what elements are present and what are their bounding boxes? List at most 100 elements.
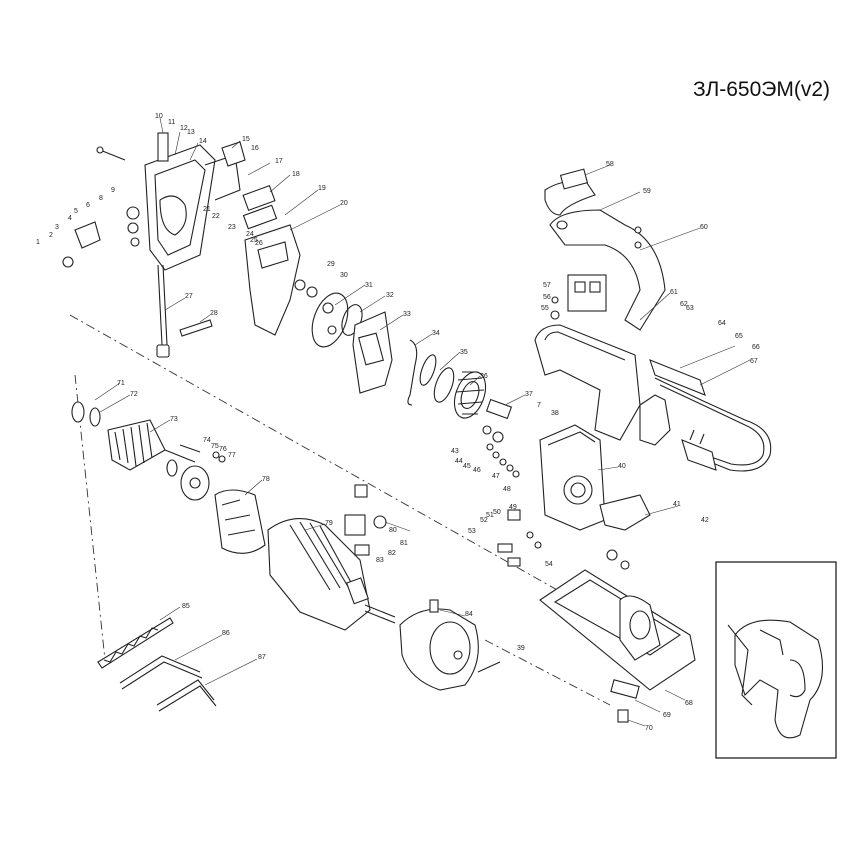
part-label: 5 [74,208,78,215]
part-label: 28 [210,310,218,317]
part-label: 25 [250,237,258,244]
part-label: 66 [752,344,760,351]
part-label: 86 [222,630,230,637]
part-label: 74 [203,437,211,444]
part-label: 58 [606,161,614,168]
part-label: 19 [318,185,326,192]
part-label: 9 [111,187,115,194]
part-label: 56 [543,294,551,301]
part-label: 46 [473,467,481,474]
stator-motor-group [214,484,396,631]
part-label: 23 [228,224,236,231]
part-label: 79 [325,520,333,527]
part-label: 78 [262,476,270,483]
part-label: 15 [242,136,250,143]
part-label: 14 [199,138,207,145]
part-label: 11 [168,119,175,126]
part-label: 12 [180,125,188,132]
part-label: 84 [465,611,473,618]
part-label: 80 [389,527,397,534]
part-label: 40 [618,463,626,470]
part-label: 69 [663,712,671,719]
part-label: 48 [503,486,511,493]
drive-mechanism-group [294,279,520,478]
part-label: 75 [211,443,219,450]
brush-holder-group [497,494,651,570]
part-label: 33 [403,311,411,318]
part-label: 64 [718,320,726,327]
part-label: 30 [340,272,348,279]
part-label: 6 [86,202,90,209]
assembled-tool-inset [715,561,837,759]
part-label: 70 [645,725,653,732]
leader-lines [94,117,751,727]
gear-housing-group [62,132,301,358]
end-cap-group [399,599,501,691]
part-label: 68 [685,700,693,707]
part-label: 37 [525,391,533,398]
part-label: 87 [258,654,266,661]
accessories-group [97,617,217,712]
housing-handle-group [534,168,772,531]
assembly-axis-lines [69,314,611,706]
part-labels: 1 2 3 4 5 6 7 8 9 10 11 12 13 14 15 16 1… [36,113,760,732]
part-label: 85 [182,603,190,610]
part-label: 8 [99,195,103,202]
part-label: 16 [251,145,259,152]
part-label: 32 [386,292,394,299]
part-label: 47 [492,473,500,480]
part-label: 54 [545,561,553,568]
part-label: 65 [735,333,743,340]
part-label: 77 [228,452,236,459]
part-label: 26 [255,240,263,247]
part-label: 2 [49,232,53,239]
part-label: 10 [155,113,163,120]
part-label: 18 [292,171,300,178]
part-label: 27 [185,293,193,300]
part-label: 45 [463,463,471,470]
part-label: 49 [509,504,517,511]
armature-group [71,401,226,501]
part-label: 21 [203,206,211,213]
part-label: 83 [376,557,384,564]
part-label: 72 [130,391,138,398]
part-label: 41 [673,501,681,508]
part-label: 82 [388,550,396,557]
part-label: 29 [327,261,335,268]
part-label: 20 [340,200,348,207]
part-label: 51 [486,512,494,519]
part-label: 59 [643,188,651,195]
part-label: 34 [432,330,440,337]
diagram-title: ЗЛ-650ЭМ(v2) [693,78,831,101]
part-label: 53 [468,528,476,535]
part-label: 24 [246,231,254,238]
part-label: 17 [275,158,283,165]
part-label: 63 [686,305,694,312]
part-label: 67 [750,358,758,365]
part-label: 31 [365,282,373,289]
part-label: 1 [36,239,40,246]
part-label: 4 [68,215,72,222]
base-plate-group [539,569,696,723]
part-label: 35 [460,349,468,356]
part-label: 61 [670,289,678,296]
part-label: 50 [493,509,501,516]
part-label: 22 [212,213,220,220]
part-label: 13 [187,129,195,136]
part-label: 73 [170,416,178,423]
part-label: 43 [451,448,459,455]
part-label: 60 [700,224,708,231]
part-label: 38 [551,410,559,417]
part-label: 55 [541,305,549,312]
part-label: 44 [455,458,463,465]
part-label: 36 [480,373,488,380]
part-label: 71 [117,380,125,387]
part-label: 57 [543,282,551,289]
part-label: 39 [517,645,525,652]
part-label: 81 [400,540,408,547]
part-label: 3 [55,224,59,231]
part-label: 76 [219,446,227,453]
part-label: 62 [680,301,688,308]
part-label: 42 [701,517,709,524]
